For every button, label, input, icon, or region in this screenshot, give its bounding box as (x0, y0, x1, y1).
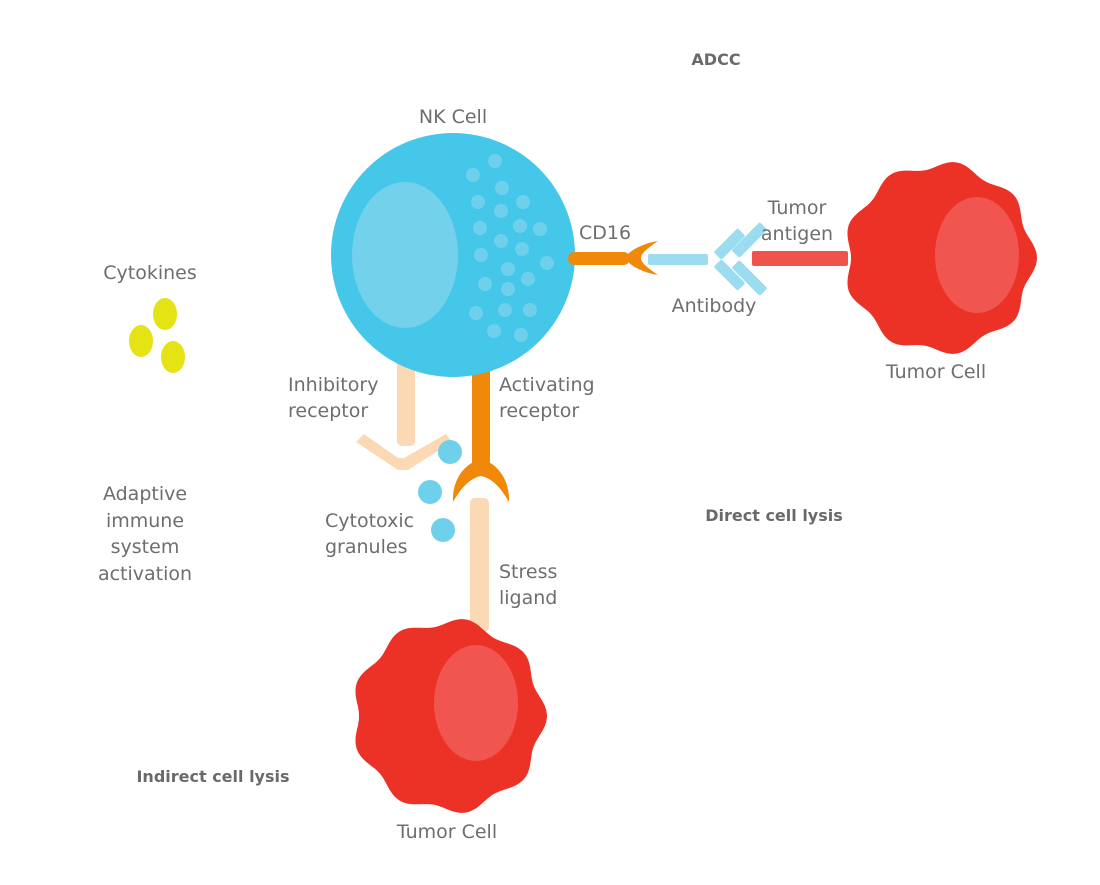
tumor-cell-right-nucleus (935, 197, 1019, 313)
nk-granule-icon (478, 277, 492, 291)
nk-granule-icon (515, 242, 529, 256)
cd16-receptor (568, 241, 658, 275)
cytokines (129, 298, 185, 373)
tumor-antigen (752, 251, 848, 266)
cd16-fork-icon (625, 241, 658, 275)
activating-receptor-label-line1: Activating (499, 374, 595, 396)
cytotoxic-granules-label-line1: Cytotoxic (325, 510, 414, 532)
cd16-label: CD16 (579, 222, 631, 244)
stress-ligand (470, 498, 489, 632)
nk-granule-icon (514, 328, 528, 342)
nk-granule-icon (501, 282, 515, 296)
stress-ligand-label-line1: Stress (499, 561, 557, 583)
antibody-arm-lower-outer (732, 260, 767, 296)
adaptive-label-line3: system (111, 536, 180, 558)
cytokine-icon (153, 298, 177, 330)
nk-granule-icon (495, 181, 509, 195)
cytokine-icon (161, 341, 185, 373)
nk-granule-icon (494, 204, 508, 218)
antibody (648, 222, 767, 296)
granule-icon (431, 518, 455, 542)
nk-granule-icon (466, 168, 480, 182)
nk-granule-icon (494, 234, 508, 248)
nk-granule-icon (516, 195, 530, 209)
nk-granule-icon (533, 222, 547, 236)
nk-granule-icon (488, 154, 502, 168)
adaptive-label-line1: Adaptive (103, 483, 187, 505)
inhibitory-receptor-label-line1: Inhibitory (288, 374, 378, 396)
cytotoxic-granules (418, 440, 462, 542)
cytotoxic-granules-label-line2: granules (325, 536, 407, 558)
stress-ligand-label-line2: ligand (499, 587, 557, 609)
tumor-cell-bottom-nucleus (434, 645, 518, 761)
cytokines-label: Cytokines (103, 262, 197, 284)
nk-cell-granules (466, 154, 554, 342)
activating-receptor-fork-icon (452, 460, 510, 502)
antibody-fc (648, 254, 708, 265)
antibody-arm-upper-outer (732, 222, 767, 258)
tumor-antigen-label-line2: antigen (761, 223, 833, 245)
cytokine-icon (129, 325, 153, 357)
nk-granule-icon (540, 256, 554, 270)
inhibitory-receptor-label-line2: receptor (288, 400, 368, 422)
tumor-cell-bottom-label: Tumor Cell (396, 821, 497, 843)
nk-granule-icon (474, 248, 488, 262)
nk-granule-icon (523, 303, 537, 317)
granule-icon (418, 480, 442, 504)
nk-granule-icon (501, 262, 515, 276)
inhibitory-receptor-stalk (397, 356, 415, 446)
section-adcc: ADCC (691, 50, 740, 69)
activating-receptor-label-line2: receptor (499, 400, 579, 422)
tumor-antigen-label-line1: Tumor (767, 197, 827, 219)
nk-granule-icon (498, 303, 512, 317)
tumor-cell-bottom (355, 619, 547, 813)
activating-receptor-stalk (472, 360, 490, 470)
nk-granule-icon (521, 272, 535, 286)
tumor-cell-right (847, 162, 1037, 354)
nk-granule-icon (473, 221, 487, 235)
nk-cell-label: NK Cell (419, 106, 487, 128)
nk-granule-icon (469, 306, 483, 320)
adaptive-label-line2: immune (106, 510, 184, 532)
nk-cell (331, 133, 575, 470)
nk-granule-icon (487, 324, 501, 338)
antibody-arm-upper-inner (714, 228, 745, 260)
nk-granule-icon (471, 195, 485, 209)
nk-granule-icon (513, 219, 527, 233)
section-indirect-lysis: Indirect cell lysis (136, 767, 289, 786)
antibody-arm-lower-inner (714, 259, 745, 291)
antibody-label: Antibody (672, 295, 757, 317)
cd16-stalk (568, 252, 630, 265)
section-direct-lysis: Direct cell lysis (705, 506, 843, 525)
tumor-cell-right-label: Tumor Cell (885, 361, 986, 383)
nk-cell-nucleus (352, 182, 458, 328)
inhibitory-receptor-head-icon (356, 434, 452, 470)
adaptive-label-line4: activation (98, 563, 192, 585)
granule-icon (438, 440, 462, 464)
